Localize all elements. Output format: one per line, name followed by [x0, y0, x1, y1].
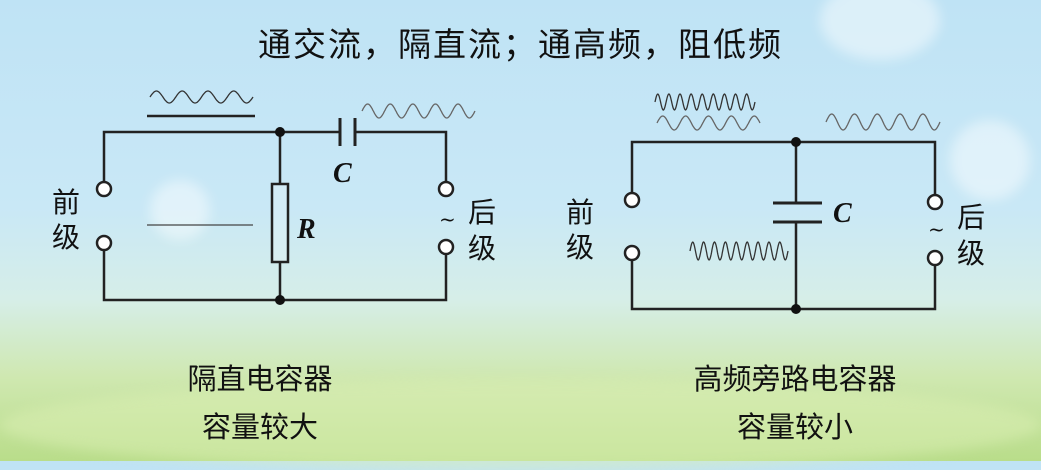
right-output-label-1: 后 — [957, 201, 985, 234]
left-input-label-1: 前 — [52, 186, 80, 219]
ac-wave-output — [361, 103, 476, 119]
grass-glow — [0, 380, 1041, 470]
right-ac-symbol: ~ — [928, 217, 945, 241]
left-ac-symbol: ~ — [439, 207, 456, 231]
input-terminal — [95, 180, 113, 198]
left-caption-line1: 隔直电容器 — [187, 362, 333, 396]
left-top-wire-right — [355, 130, 448, 181]
left-output-label-2: 级 — [468, 232, 496, 265]
left-input-label-2: 级 — [52, 221, 80, 254]
input-terminal — [95, 234, 113, 252]
high-frequency-wave-bypass — [689, 241, 789, 261]
left-circuit — [95, 90, 476, 302]
right-capacitor-label: C — [833, 198, 852, 229]
output-terminal — [926, 193, 944, 211]
right-caption-line2: 容量较小 — [736, 410, 853, 444]
resistor-label: R — [296, 214, 316, 245]
left-top-wire — [102, 130, 340, 181]
input-terminal — [623, 244, 641, 262]
junction-dot — [275, 127, 285, 137]
ac-wave-input — [149, 90, 254, 104]
low-frequency-wave-output — [825, 113, 941, 131]
page-title: 通交流，隔直流；通高频，阻低频 — [258, 25, 783, 64]
right-bottom-wire — [630, 261, 937, 311]
right-circuit — [623, 93, 944, 311]
junction-dot — [791, 137, 801, 147]
right-input-label-1: 前 — [566, 196, 594, 229]
low-frequency-wave-input — [656, 115, 761, 131]
right-output-label-2: 级 — [957, 237, 985, 270]
resistor — [270, 182, 290, 264]
right-input-label-2: 级 — [566, 231, 594, 264]
right-caption-line1: 高频旁路电容器 — [693, 362, 897, 396]
left-output-label-1: 后 — [468, 196, 496, 229]
output-terminal — [437, 180, 455, 198]
bokeh-decoration — [950, 120, 1030, 200]
left-caption-line2: 容量较大 — [201, 410, 318, 444]
output-terminal — [437, 238, 455, 256]
junction-dot — [275, 295, 285, 305]
left-capacitor-label: C — [333, 158, 352, 189]
right-top-wire — [630, 140, 937, 194]
bokeh-decoration — [150, 180, 210, 240]
high-frequency-wave-input — [654, 93, 756, 111]
output-terminal — [926, 249, 944, 267]
input-terminal — [623, 191, 641, 209]
junction-dot — [791, 304, 801, 314]
